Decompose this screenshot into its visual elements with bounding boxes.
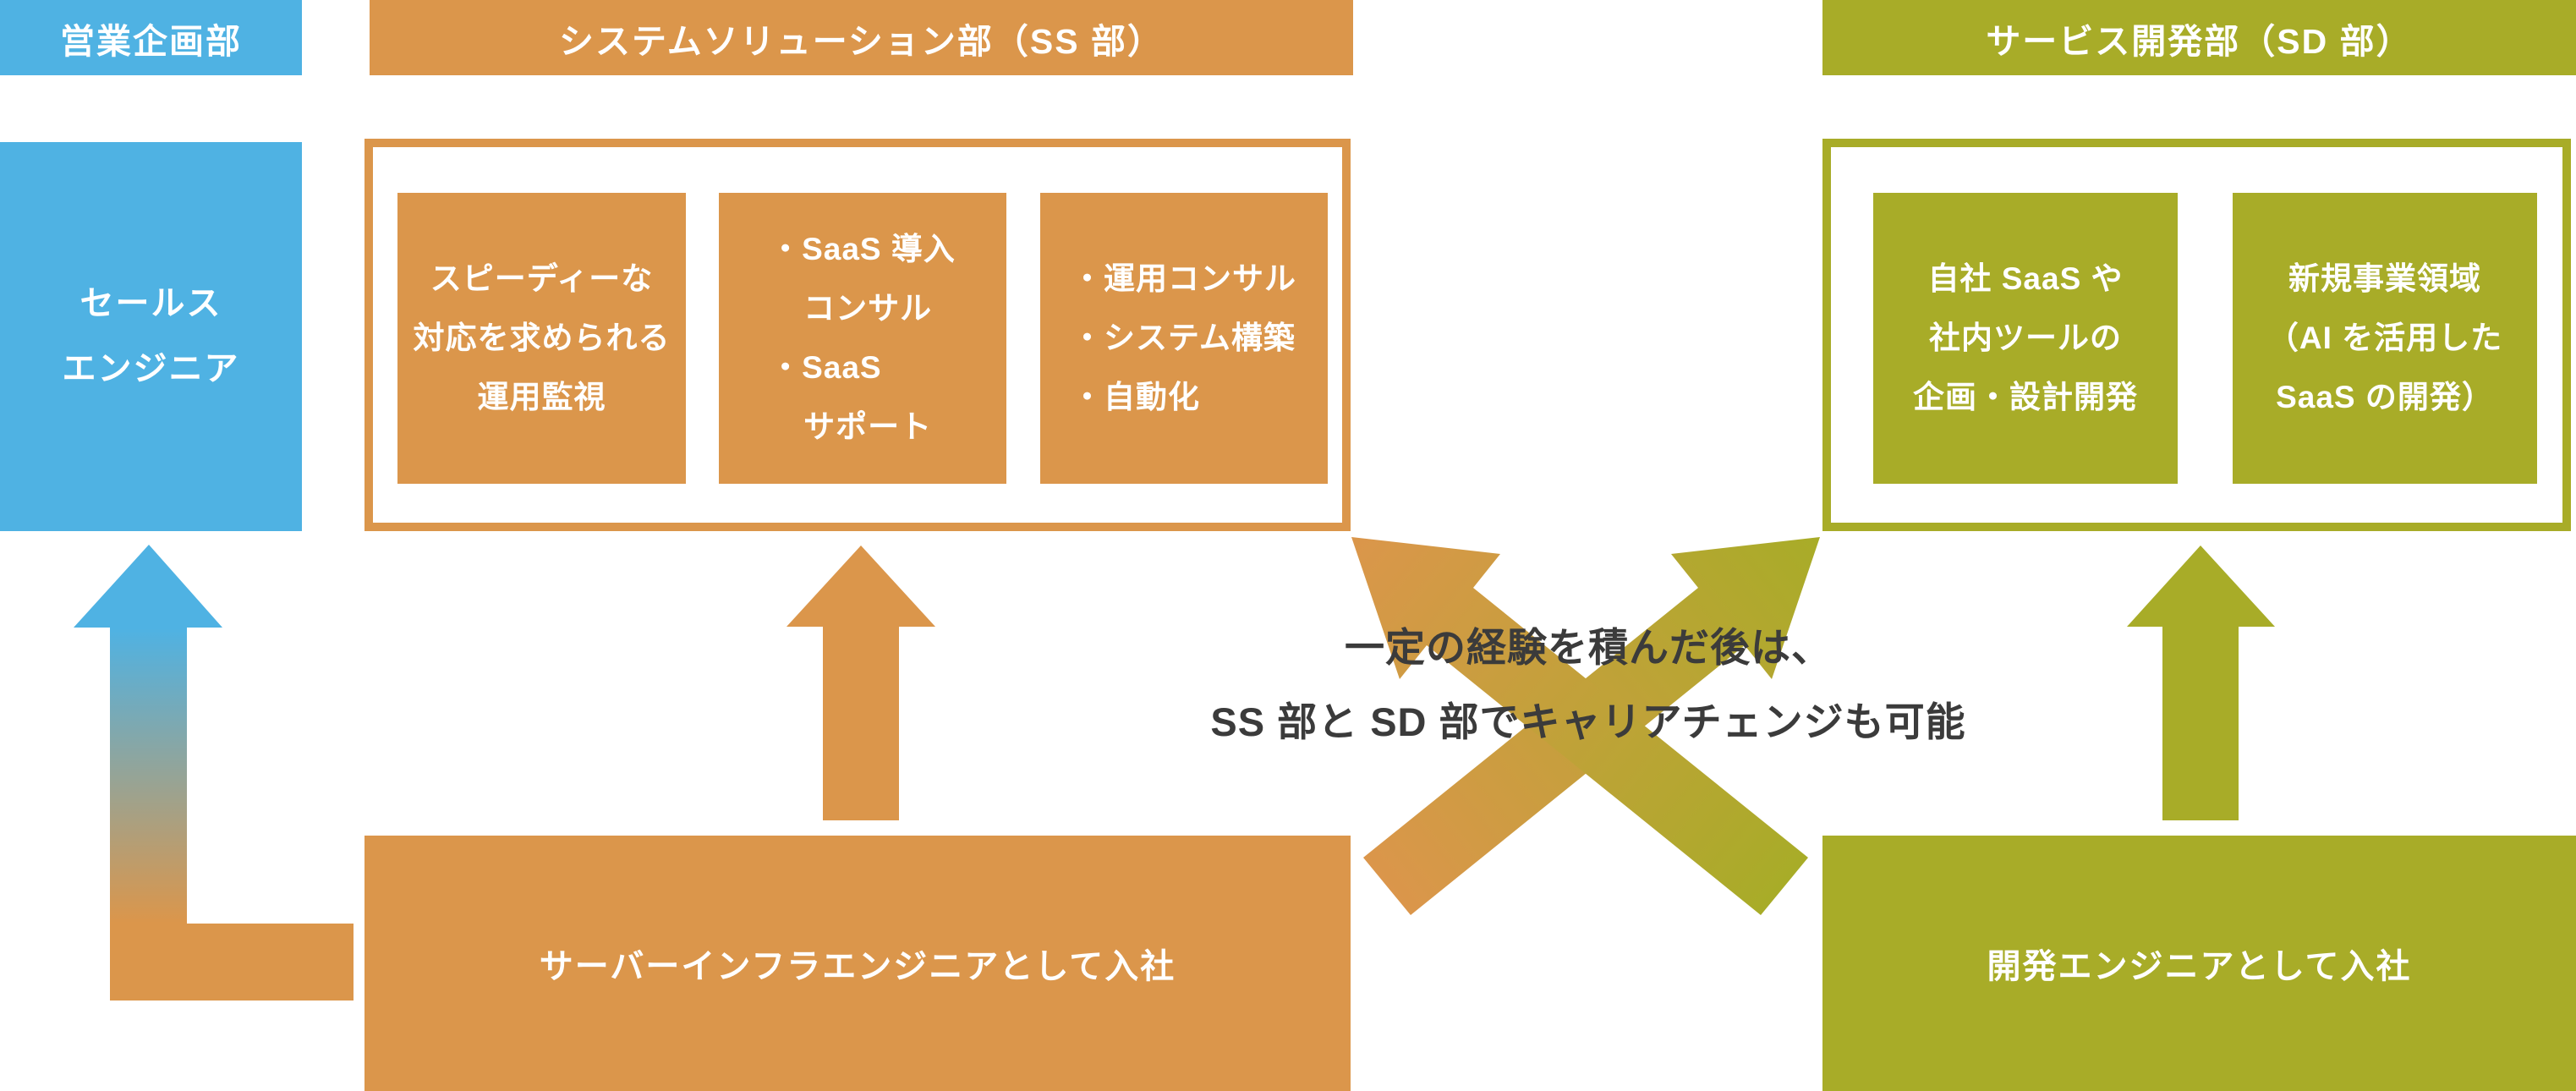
- sd-task-box-inhouse-saas: 自社 SaaS や 社内ツールの 企画・設計開発: [1873, 193, 2178, 484]
- header-system-solution-label: システムソリューション部（SS 部）: [558, 21, 1165, 61]
- ss-entry-label: サーバーインフラエンジニアとして入社: [539, 948, 1176, 985]
- ss-task2-line4: サポート: [803, 409, 933, 444]
- ss-task1-line3: 運用監視: [477, 380, 606, 414]
- header-service-development-dept: サービス開発部（SD 部）: [1822, 0, 2576, 75]
- sd-task1-line3: 企画・設計開発: [1913, 380, 2138, 414]
- ss-task3-line3: ・自動化: [1072, 380, 1200, 414]
- ss-task2-line1: ・SaaS 導入: [770, 232, 956, 266]
- sd-up-arrow-icon: [2127, 546, 2275, 820]
- sd-entry-box: 開発エンジニアとして入社: [1822, 836, 2576, 1091]
- sd-task2-line1: 新規事業領域: [2288, 261, 2481, 296]
- sd-department-box: 自社 SaaS や 社内ツールの 企画・設計開発 新規事業領域 （AI を活用し…: [1822, 139, 2571, 531]
- sales-engineer-label-line1: セールス: [79, 285, 222, 322]
- sd-task-box-new-business: 新規事業領域 （AI を活用した SaaS の開発）: [2233, 193, 2537, 484]
- ss-task1-line2: 対応を求められる: [413, 321, 671, 355]
- header-service-development-label: サービス開発部（SD 部）: [1986, 21, 2413, 61]
- sales-career-l-arrow-icon: [74, 545, 354, 1001]
- sd-task1-line2: 社内ツールの: [1929, 321, 2122, 355]
- sales-engineer-label-line2: エンジニア: [62, 350, 240, 387]
- career-change-caption-line1: 一定の経験を積んだ後は、: [1345, 625, 1832, 670]
- ss-task2-line2: コンサル: [803, 291, 933, 326]
- sd-entry-label: 開発エンジニアとして入社: [1987, 948, 2412, 985]
- ss-task-box-monitoring: スピーディーな 対応を求められる 運用監視: [397, 193, 686, 484]
- ss-task-box-saas: ・SaaS 導入 コンサル ・SaaS サポート: [719, 193, 1006, 484]
- ss-task1-line1: スピーディーな: [430, 261, 654, 296]
- career-change-caption-line2: SS 部と SD 部でキャリアチェンジも可能: [1210, 699, 1966, 744]
- ss-department-box: スピーディーな 対応を求められる 運用監視 ・SaaS 導入 コンサル ・Saa…: [364, 139, 1351, 531]
- sd-task2-line3: SaaS の開発）: [2276, 380, 2494, 414]
- sd-task1-line1: 自社 SaaS や: [1927, 261, 2124, 296]
- header-system-solution-dept: システムソリューション部（SS 部）: [370, 0, 1353, 75]
- ss-up-arrow-icon: [787, 546, 935, 820]
- ss-task3-line2: ・システム構築: [1072, 321, 1296, 355]
- career-change-caption: 一定の経験を積んだ後は、 SS 部と SD 部でキャリアチェンジも可能: [1165, 611, 2011, 759]
- career-change-arrow-sd-to-ss-icon: [1351, 537, 1808, 915]
- ss-task-box-consulting: ・運用コンサル ・システム構築 ・自動化: [1040, 193, 1328, 484]
- header-sales-planning-label: 営業企画部: [60, 21, 242, 61]
- header-sales-planning-dept: 営業企画部: [0, 0, 302, 75]
- ss-task2-line3: ・SaaS: [770, 350, 882, 385]
- sd-task2-line2: （AI を活用した: [2266, 321, 2503, 355]
- sales-engineer-box: セールス エンジニア: [0, 142, 302, 531]
- ss-task3-line1: ・運用コンサル: [1072, 261, 1296, 296]
- ss-entry-box: サーバーインフラエンジニアとして入社: [364, 836, 1351, 1091]
